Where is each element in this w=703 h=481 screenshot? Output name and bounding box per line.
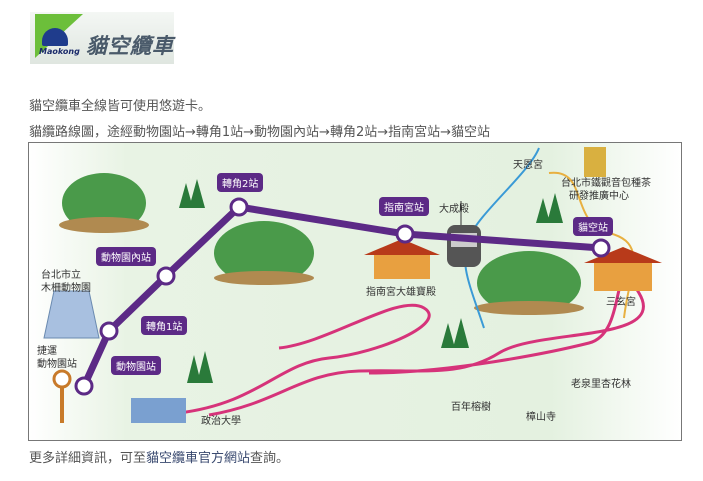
trees-icon xyxy=(179,179,563,383)
logo-en-text: Maokong xyxy=(39,47,80,56)
mountain-icon xyxy=(59,173,149,233)
label-zhinan-hall: 指南宮大雄寶殿 xyxy=(366,287,436,298)
label-apricot: 老泉里杏花林 xyxy=(571,379,631,390)
zoo-building-icon xyxy=(43,290,100,339)
nccu-building-icon xyxy=(131,398,186,423)
route-map: 動物園站 轉角1站 動物園內站 轉角2站 指南宮站 貓空站 台北市立木柵動物園 … xyxy=(28,142,682,441)
mountain-icon xyxy=(214,221,314,285)
label-zhangshan: 樟山寺 xyxy=(526,412,556,423)
temple-icon xyxy=(364,239,440,279)
station-label-zoo-south[interactable]: 動物園內站 xyxy=(96,247,156,266)
station-dot xyxy=(395,224,415,244)
station-label-corner1[interactable]: 轉角1站 xyxy=(141,316,188,335)
intro-line-1: 貓空纜車全線皆可使用悠遊卡。 xyxy=(29,99,212,114)
station-label-zhinan[interactable]: 指南宮站 xyxy=(379,197,429,216)
official-site-link[interactable]: 貓空纜車官方網站 xyxy=(146,451,251,466)
station-dot xyxy=(156,266,176,286)
intro-line-2: 貓纜路線圖，途經動物園站→轉角1站→動物園內站→轉角2站→指南宮站→貓空站 xyxy=(29,125,491,140)
station-label-maokong[interactable]: 貓空站 xyxy=(573,217,613,236)
cable-line xyxy=(80,203,602,388)
label-zoo: 台北市立木柵動物園 xyxy=(41,270,91,294)
mountain-icon xyxy=(474,251,584,315)
station-dot xyxy=(74,376,94,396)
label-tianen: 天恩宮 xyxy=(513,160,543,171)
route-map-graphic xyxy=(43,147,662,423)
footer-line: 更多詳細資訊，可至貓空纜車官方網站查詢。 xyxy=(29,451,290,466)
station-dot xyxy=(591,238,611,258)
label-tea-center: 台北市鐵觀音包種茶研發推廣中心 xyxy=(561,178,651,202)
road-path xyxy=(208,276,645,417)
logo-cn-text: 貓空纜車 xyxy=(86,34,174,58)
tea-center-building-icon xyxy=(584,147,606,177)
label-sanxuan: 三玄宮 xyxy=(606,297,636,308)
label-dacheng: 大成殿 xyxy=(439,204,469,215)
station-dot xyxy=(229,197,249,217)
gondola-icon xyxy=(42,28,68,46)
label-mrt: 捷運動物園站 xyxy=(37,346,77,370)
temple-icon xyxy=(584,247,662,291)
label-banyan: 百年榕樹 xyxy=(451,402,491,413)
station-dot xyxy=(99,321,119,341)
road-path xyxy=(178,303,431,415)
mrt-station-icon xyxy=(52,369,72,423)
station-label-zoo[interactable]: 動物園站 xyxy=(111,356,161,375)
maokong-logo: Maokong 貓空纜車 xyxy=(30,12,174,64)
label-nccu: 政治大學 xyxy=(201,416,241,427)
station-label-corner2[interactable]: 轉角2站 xyxy=(217,173,264,192)
